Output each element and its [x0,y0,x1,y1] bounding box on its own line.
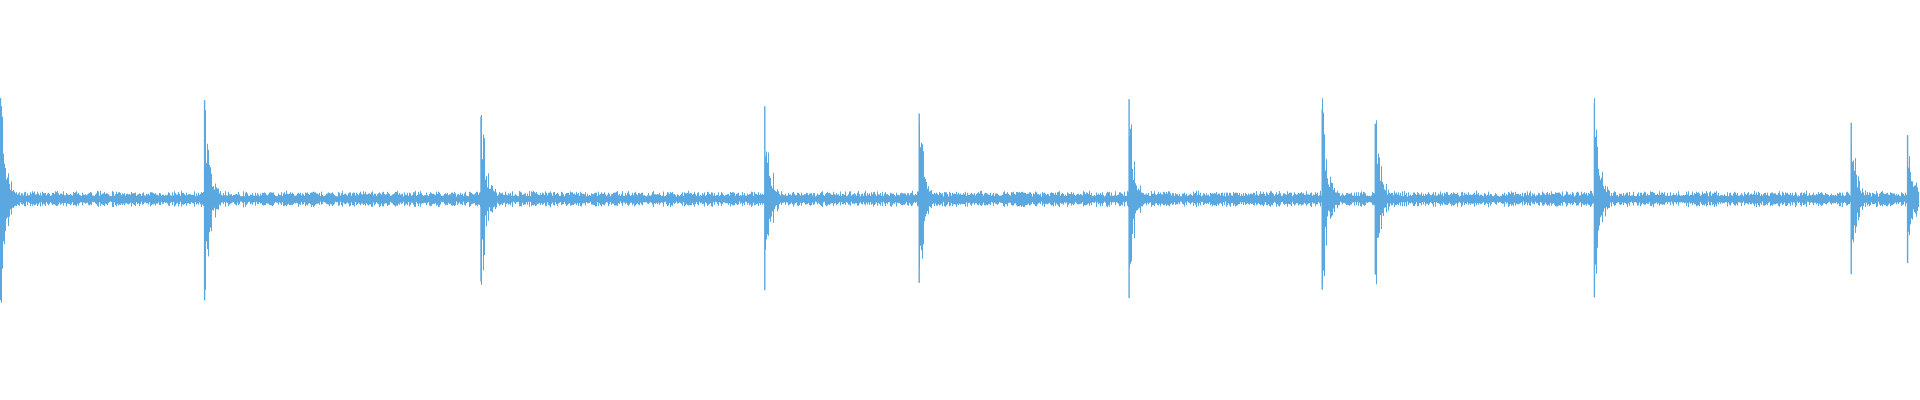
waveform-body [0,98,1919,303]
waveform-transients [0,98,1909,301]
waveform-samples [0,98,1919,303]
